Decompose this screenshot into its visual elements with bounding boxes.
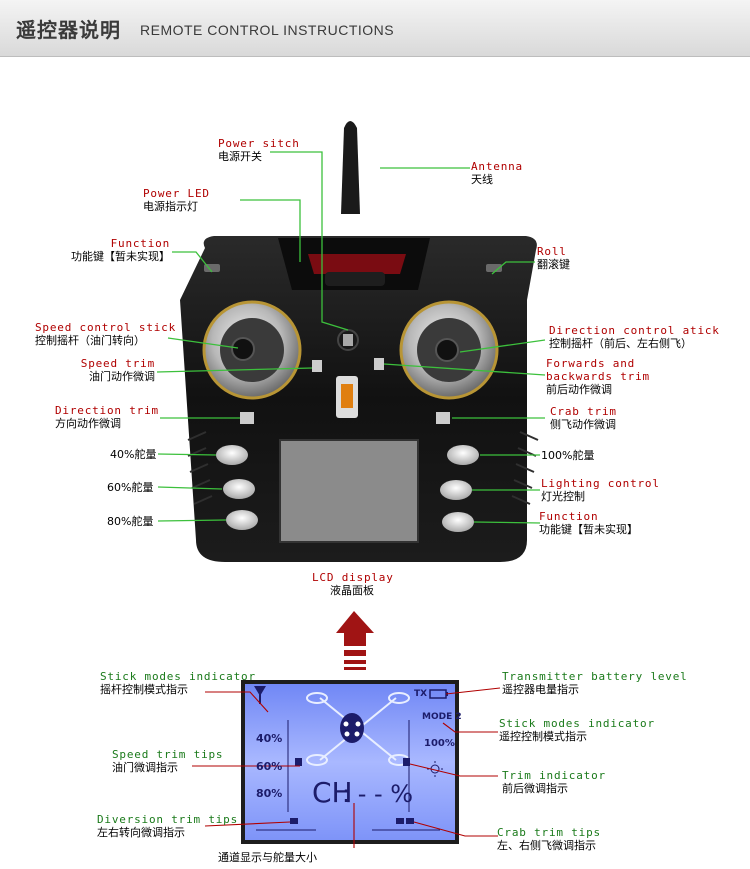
lcd-readout: : - - % [342,780,414,808]
page-header: 遥控器说明 REMOTE CONTROL INSTRUCTIONS [0,0,750,57]
label-rate-80: 80%舵量 [107,515,154,528]
lcd-tx: TX [414,689,428,699]
lcd-panel [241,680,459,844]
antenna [341,121,360,214]
label-channel-rate: 通道显示与舵量大小 [218,851,317,864]
header-title-zh: 遥控器说明 [16,18,121,42]
lcd-zoom-arrow [336,611,374,646]
lcd-60: 60% [256,760,283,773]
remote-lcd-window [279,439,419,543]
header-title-en: REMOTE CONTROL INSTRUCTIONS [140,22,395,38]
lcd-mode: MODE 2 [422,712,462,722]
label-rate-100: 100%舵量 [541,449,595,462]
lcd-100: 100% [424,738,455,749]
lcd-40: 40% [256,732,283,745]
lcd-ch: CH [312,776,353,809]
label-rate-40: 40%舵量 [110,448,157,461]
signal-icon [254,686,266,696]
lcd-80: 80% [256,787,283,800]
label-rate-60: 60%舵量 [107,481,154,494]
